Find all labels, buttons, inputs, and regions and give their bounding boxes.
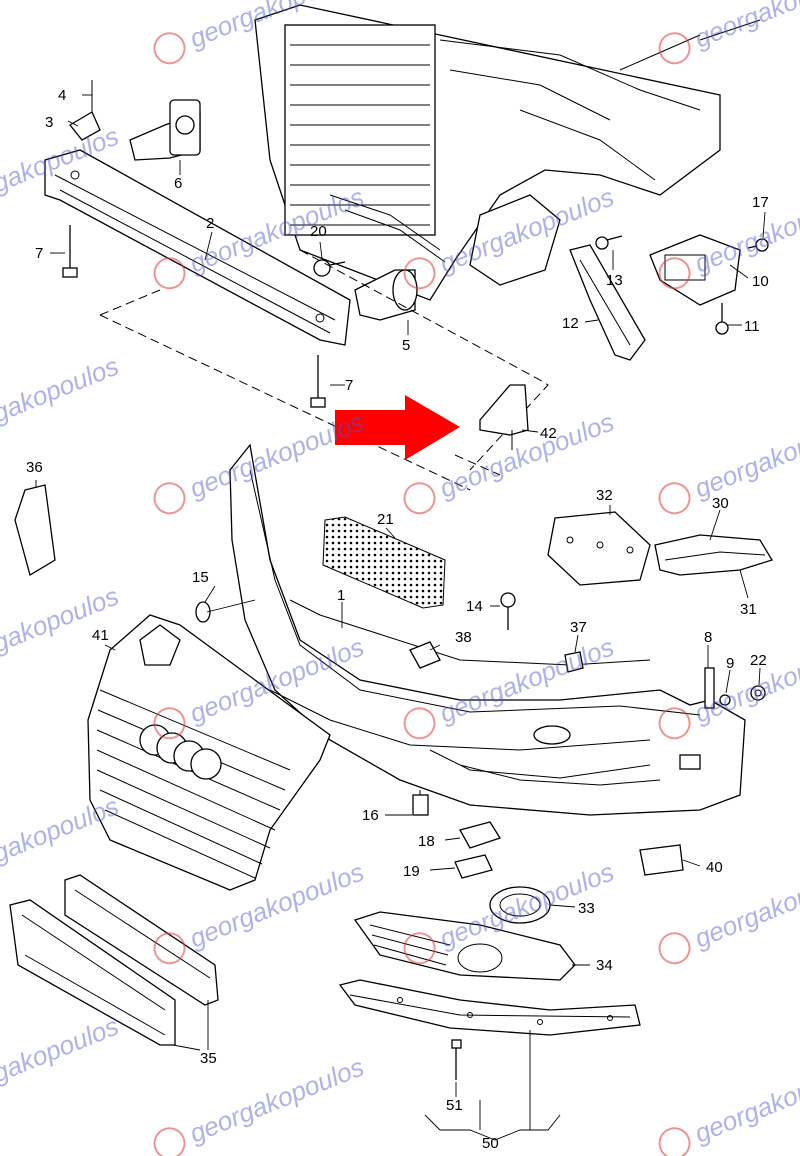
plate-foam-21 xyxy=(322,516,446,609)
callout-14: 14 xyxy=(466,598,483,615)
callout-12: 12 xyxy=(562,315,579,332)
screw-51 xyxy=(451,1039,462,1080)
callout-20: 20 xyxy=(310,223,327,240)
bolt-13 xyxy=(595,235,623,250)
callout-11: 11 xyxy=(744,318,760,335)
callout-36: 36 xyxy=(26,459,43,476)
bolt-20 xyxy=(313,259,346,277)
callout-9: 9 xyxy=(726,655,734,672)
callout-10: 10 xyxy=(752,273,769,290)
nut-22 xyxy=(750,685,766,701)
plug-15 xyxy=(195,601,211,623)
bracket-3 xyxy=(69,80,101,141)
red-arrow xyxy=(335,395,460,460)
svg-text:georgakopoulos: georgakopoulos xyxy=(185,406,368,503)
callout-40: 40 xyxy=(706,859,723,876)
svg-text:georgakopoulos: georgakopoulos xyxy=(690,406,800,503)
callout-38: 38 xyxy=(455,629,472,646)
front-body-structure xyxy=(254,4,761,301)
svg-text:georgakopoulos: georgakopoulos xyxy=(0,351,123,448)
callout-51: 51 xyxy=(446,1097,463,1114)
svg-text:georgakopoulos: georgakopoulos xyxy=(0,791,123,888)
callout-41: 41 xyxy=(92,627,109,644)
callout-2: 2 xyxy=(206,215,214,232)
callout-42: 42 xyxy=(540,425,557,442)
callout-18: 18 xyxy=(418,833,435,850)
callout-17: 17 xyxy=(752,194,769,211)
bracket-8 xyxy=(704,667,715,709)
bolt-14 xyxy=(500,592,516,630)
bolt-7-left xyxy=(62,225,78,278)
callout-5: 5 xyxy=(402,337,410,354)
callout-50: 50 xyxy=(482,1135,499,1152)
callout-3: 3 xyxy=(45,114,53,131)
callout-32: 32 xyxy=(596,487,613,504)
crash-box-left xyxy=(129,99,201,161)
bolt-11 xyxy=(715,303,729,335)
radiator-core xyxy=(284,24,436,236)
trim-36 xyxy=(14,484,56,576)
fastener-16 xyxy=(412,790,429,816)
svg-text:georgakopoulos: georgakopoulos xyxy=(0,1011,123,1108)
trim-50 xyxy=(338,979,641,1036)
callout-13: 13 xyxy=(606,272,623,289)
callout-37: 37 xyxy=(570,619,587,636)
callout-6: 6 xyxy=(174,175,182,192)
trim-35 xyxy=(9,874,219,1046)
callout-15: 15 xyxy=(192,569,209,586)
callout-4: 4 xyxy=(58,87,66,104)
callout-22: 22 xyxy=(750,652,767,669)
trim-30-31 xyxy=(654,534,773,576)
callout-30: 30 xyxy=(712,495,729,512)
bumper-cover xyxy=(229,443,746,816)
svg-text:georgakopoulos: georgakopoulos xyxy=(690,0,800,54)
leader-lines xyxy=(35,94,766,1141)
callout-19: 19 xyxy=(403,863,420,880)
crash-box-right xyxy=(354,269,418,321)
bracket-42 xyxy=(479,384,529,450)
callout-34: 34 xyxy=(596,957,613,974)
callout-33: 33 xyxy=(578,900,595,917)
callout-8: 8 xyxy=(704,629,712,646)
radiator-fins xyxy=(290,44,430,226)
callout-35: 35 xyxy=(200,1050,217,1067)
bolt-7-right xyxy=(310,355,326,408)
bracket-12 xyxy=(569,244,646,361)
callout-16: 16 xyxy=(362,807,379,824)
cap-18 xyxy=(459,821,501,849)
callout-1: 1 xyxy=(337,587,345,604)
light-40 xyxy=(639,844,684,876)
callout-numbers: 4 3 6 2 7 20 5 7 17 13 10 12 11 42 36 32… xyxy=(26,87,769,1152)
bumper-reinforcement xyxy=(44,149,351,346)
callout-31: 31 xyxy=(740,601,757,618)
cap-19 xyxy=(454,854,493,879)
bracket-32 xyxy=(547,511,651,586)
clip-37 xyxy=(564,651,584,673)
grille-41 xyxy=(87,614,331,891)
bolt-17 xyxy=(747,238,769,252)
callout-7-left: 7 xyxy=(35,245,43,262)
callout-21: 21 xyxy=(377,511,394,528)
screw-9 xyxy=(719,694,731,706)
svg-text:georgakopoulos: georgakopoulos xyxy=(690,1051,800,1148)
grille-34 xyxy=(353,911,576,981)
callout-7-right: 7 xyxy=(345,377,353,394)
svg-text:georgakopoulos: georgakopoulos xyxy=(690,181,800,278)
